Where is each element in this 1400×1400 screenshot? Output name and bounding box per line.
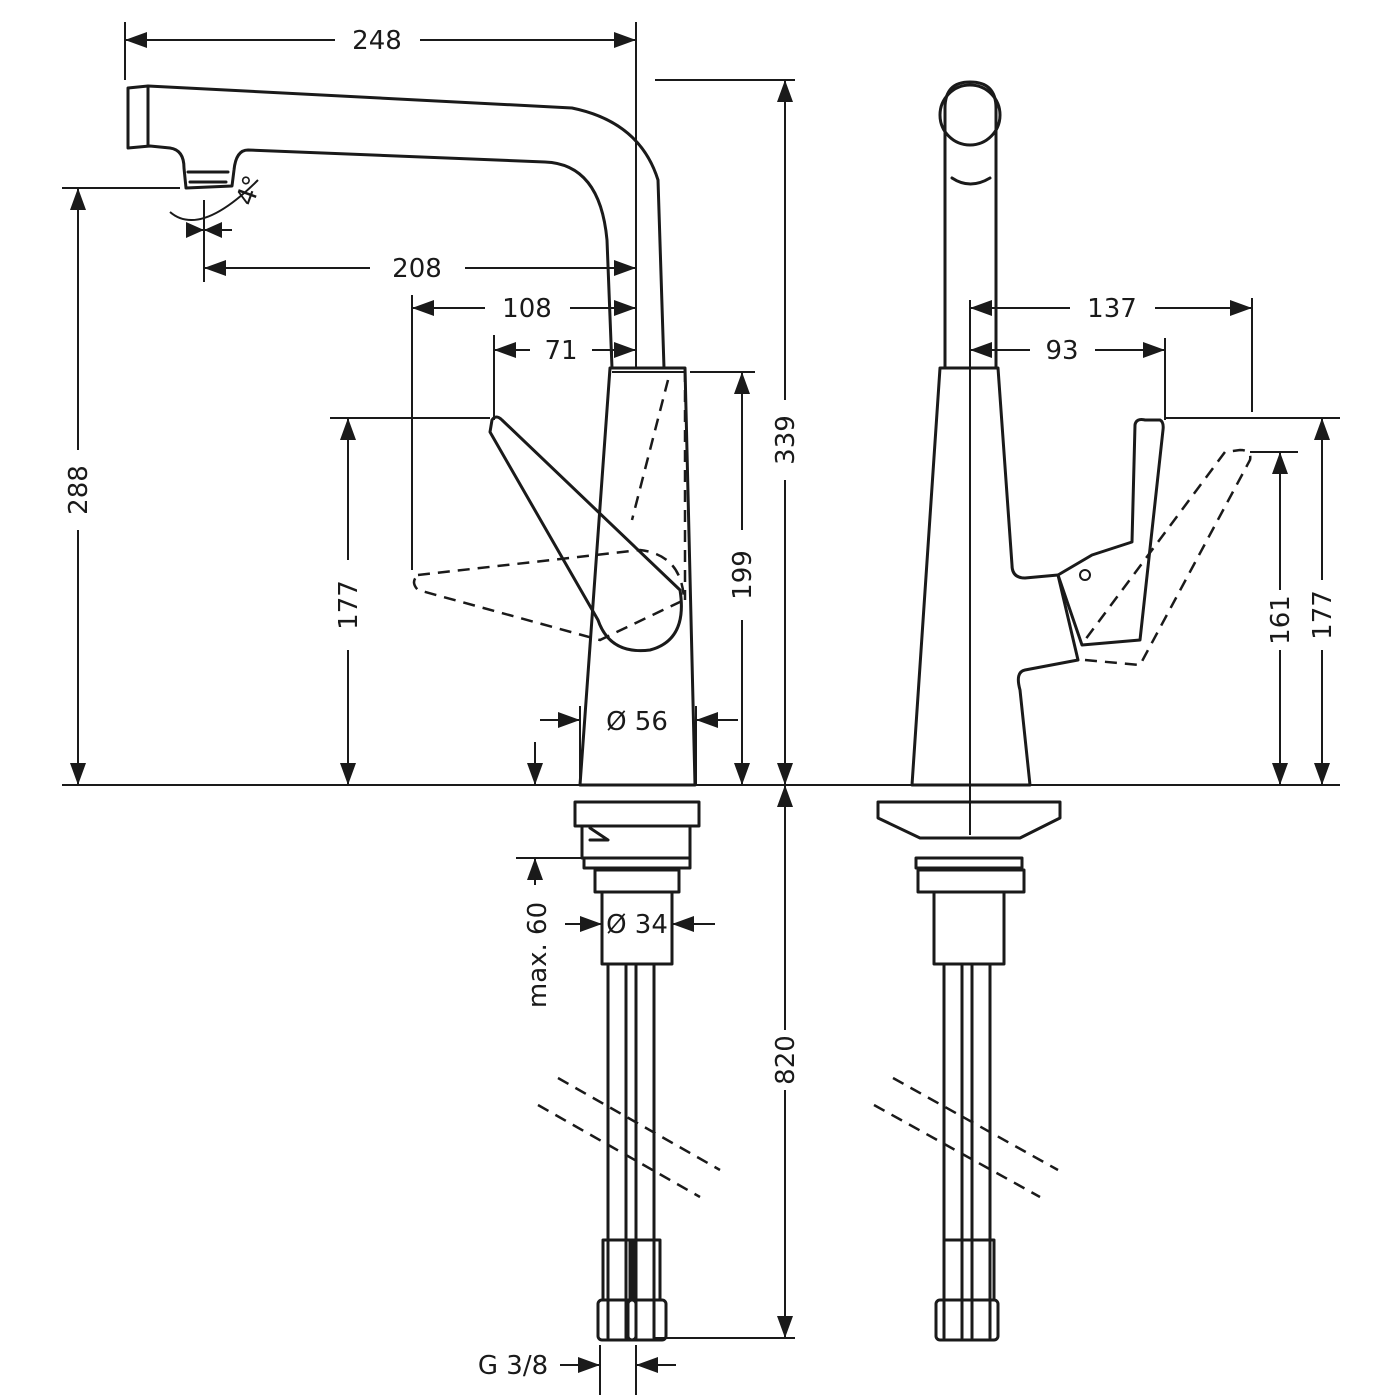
front-base-plate	[573, 800, 701, 828]
side-hoses	[942, 962, 992, 1340]
dim-max-60: max. 60	[523, 902, 553, 1008]
side-shank	[932, 890, 1006, 966]
front-spout	[126, 84, 666, 370]
dim-820: 820	[771, 1035, 801, 1085]
dim-288: 288	[64, 465, 94, 515]
side-break-lines	[873, 1076, 1059, 1199]
dim-339: 339	[771, 415, 801, 465]
aerator-outlet	[186, 170, 230, 184]
side-outlet	[950, 176, 992, 186]
front-hoses	[606, 962, 656, 1340]
dim-71: 71	[544, 336, 577, 366]
dim-137: 137	[1087, 294, 1137, 324]
side-lever-pin	[1079, 569, 1091, 581]
dim-108: 108	[502, 294, 552, 324]
front-hose-fittings	[596, 1238, 668, 1342]
dim-248: 248	[352, 26, 402, 56]
dim-angle: 4°	[231, 172, 269, 210]
dim-199: 199	[728, 550, 758, 600]
front-lever-open	[412, 548, 686, 642]
front-thread	[593, 868, 681, 894]
dim-56: Ø 56	[606, 707, 668, 737]
dimension-lines	[70, 32, 1330, 1373]
dim-208: 208	[392, 254, 442, 284]
dim-177-front: 177	[334, 580, 364, 630]
front-lever	[488, 415, 683, 653]
dimension-labels: 248 208 108 71 4° 339 288 199 177 Ø 56 m…	[64, 26, 1338, 1381]
dim-177-side: 177	[1308, 590, 1338, 640]
side-hose-fittings	[934, 1238, 1000, 1342]
front-mount	[580, 824, 692, 860]
front-lever-swing	[630, 370, 687, 600]
dim-93: 93	[1045, 336, 1078, 366]
front-nut	[582, 856, 692, 870]
dim-161: 161	[1266, 595, 1296, 645]
side-base-plate	[876, 800, 1062, 840]
side-lever-open	[1083, 448, 1252, 667]
side-view	[873, 80, 1252, 1342]
side-body	[910, 366, 1080, 787]
extension-lines	[62, 22, 1340, 1395]
side-thread	[916, 868, 1026, 894]
side-nut	[914, 856, 1024, 870]
dim-g38: G 3/8	[478, 1351, 548, 1381]
dim-34: Ø 34	[606, 910, 668, 940]
front-break-lines	[537, 1076, 721, 1199]
side-lever	[1056, 418, 1165, 647]
side-spout-head	[938, 83, 1002, 147]
